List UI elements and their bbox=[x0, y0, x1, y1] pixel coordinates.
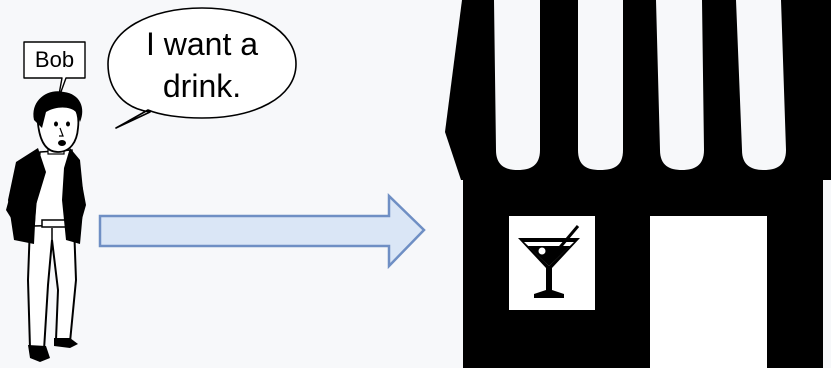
speech-line-1: I want a bbox=[146, 26, 258, 62]
cocktail-glass-icon bbox=[518, 225, 580, 298]
name-tag-label: Bob bbox=[35, 47, 74, 72]
name-tag: Bob bbox=[23, 41, 86, 101]
speech-line-2: drink. bbox=[163, 68, 241, 104]
store-door bbox=[650, 216, 767, 368]
speech-bubble: I want a drink. bbox=[107, 7, 297, 129]
person-figure bbox=[6, 91, 86, 362]
storefront bbox=[445, 0, 831, 368]
store-awning bbox=[445, 0, 831, 180]
awning-stripes bbox=[494, 0, 786, 170]
right-arrow-icon bbox=[98, 193, 426, 270]
